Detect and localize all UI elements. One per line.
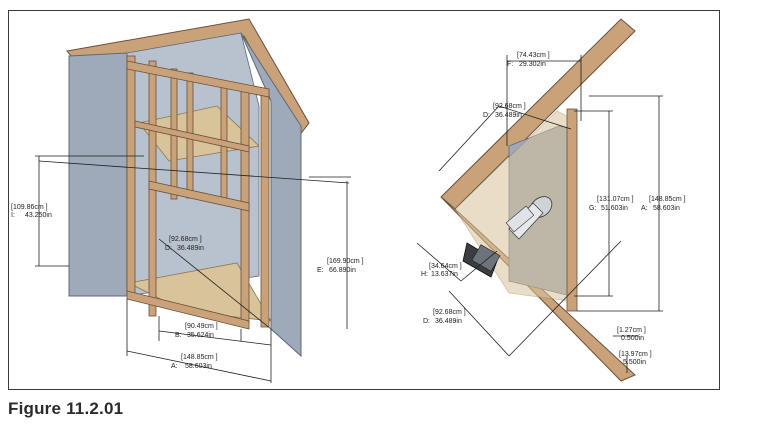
dim-d-bottom-prefix: D: [423, 318, 430, 325]
dim-g-in: 51.603in [601, 205, 628, 212]
left-wall-panel [68, 52, 128, 297]
dim-height-wall-prefix: E: [317, 267, 324, 274]
dim-depth-small-cm: [13.97cm ] [619, 351, 652, 358]
dim-d-top-in: 36.489in [495, 112, 522, 119]
left-dimension-lines [35, 155, 351, 383]
vent-duct [462, 196, 553, 278]
dim-thickness-in: 0.500in [621, 335, 644, 342]
dim-d-top-prefix: D: [483, 112, 490, 119]
dim-f-cm: [74.43cm ] [517, 52, 550, 59]
dim-d-top-cm: [92.68cm ] [493, 103, 526, 110]
front-stud-frame [126, 55, 270, 330]
dim-depth-prefix: D: [165, 245, 172, 252]
figure-caption: Figure 11.2.01 [8, 399, 124, 418]
right-dimension-labels: [74.43cm ] F: 29.302in [92.68cm ] D: 36.… [421, 52, 686, 366]
dim-a-prefix: A: [641, 205, 648, 212]
dim-width-b-in: 35.624in [187, 332, 214, 339]
dim-d-bottom-in: 36.489in [435, 318, 462, 325]
dim-width-a-cm: [148.85cm ] [181, 354, 218, 361]
vertical-board [566, 108, 578, 312]
left-enclosure-view [66, 18, 310, 358]
dim-depth-in: 36.489in [177, 245, 204, 252]
dim-h-prefix: H: [421, 271, 428, 278]
dim-height-total-prefix: I: [11, 212, 15, 219]
diagram-frame: [109.86cm ] I: 43.250in [92.68cm ] D: 36… [8, 10, 720, 390]
dim-width-a-prefix: A: [171, 363, 178, 370]
dim-height-wall-cm: [169.90cm ] [327, 258, 364, 265]
dim-depth-small-in: 5.500in [623, 359, 646, 366]
dim-g-prefix: G: [589, 205, 596, 212]
dim-a-in: 58.603in [653, 205, 680, 212]
dim-width-b-prefix: B: [175, 332, 182, 339]
dim-height-total-in: 43.250in [25, 212, 52, 219]
dim-h-in: 13.637in [431, 271, 458, 278]
dim-thickness-cm: [1.27cm ] [617, 327, 646, 334]
left-dimension-labels: [109.86cm ] I: 43.250in [92.68cm ] D: 36… [11, 204, 364, 370]
dim-f-prefix: F: [507, 61, 513, 68]
dim-depth-cm: [92.68cm ] [169, 236, 202, 243]
dim-height-wall-in: 66.890in [329, 267, 356, 274]
diagram-canvas: [109.86cm ] I: 43.250in [92.68cm ] D: 36… [11, 18, 686, 383]
right-section-view [440, 18, 636, 382]
dim-width-b-cm: [90.49cm ] [185, 323, 218, 330]
dim-a-cm: [148.85cm ] [649, 196, 686, 203]
right-dimension-lines [416, 55, 663, 373]
dim-d-bottom-cm: [92.68cm ] [433, 309, 466, 316]
dim-h-cm: [34.64cm ] [429, 263, 462, 270]
dim-f-in: 29.302in [519, 61, 546, 68]
dim-g-cm: [131.07cm ] [597, 196, 634, 203]
dim-width-a-in: 58.603in [185, 363, 212, 370]
dim-height-total-cm: [109.86cm ] [11, 204, 48, 211]
